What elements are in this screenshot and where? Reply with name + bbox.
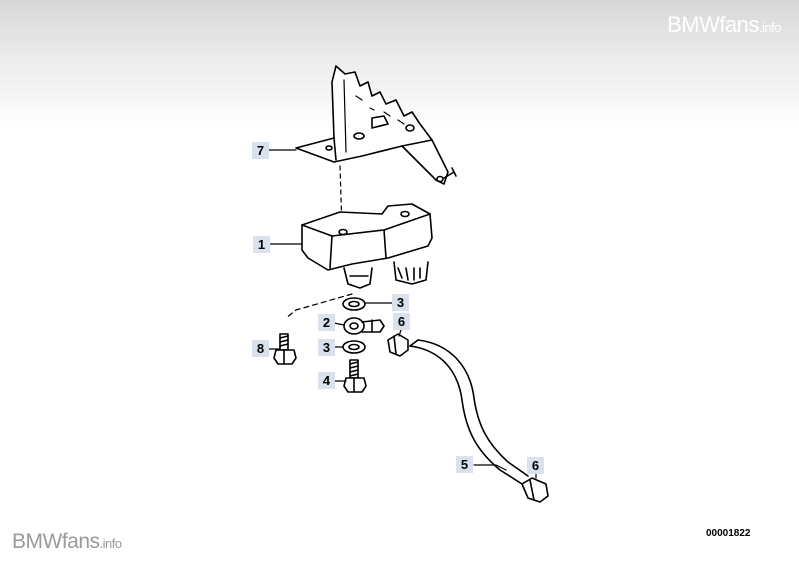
bracket-part xyxy=(295,65,457,185)
control-module-part xyxy=(301,203,433,289)
callout-6-hose-clamp-lower: 6 xyxy=(527,457,544,474)
diagram-id: 00001822 xyxy=(706,528,751,539)
mount-centerline xyxy=(339,165,343,231)
hose-clamp-upper-part xyxy=(387,333,409,357)
lower-washer-part xyxy=(342,340,366,354)
hose-part xyxy=(409,339,529,485)
callout-4-banjo-bolt: 4 xyxy=(318,372,335,389)
banjo-bolt-part xyxy=(343,359,367,393)
screw-guide-line xyxy=(285,293,353,319)
screw-part xyxy=(273,333,297,365)
callout-3-lower-washer: 3 xyxy=(318,339,335,356)
callout-1-module: 1 xyxy=(253,236,270,253)
callout-2-banjo-fitting: 2 xyxy=(318,314,335,331)
callout-7-bracket: 7 xyxy=(252,142,269,159)
watermark-top: BMWfans.info xyxy=(667,12,781,37)
upper-washer-part xyxy=(342,297,366,311)
callout-5-hose: 5 xyxy=(456,456,473,473)
banjo-fitting-part xyxy=(343,317,385,335)
hose-clamp-lower-part xyxy=(521,477,549,503)
callout-3-upper-washer: 3 xyxy=(392,294,409,311)
callout-8-screw: 8 xyxy=(252,340,269,357)
callout-6-hose-clamp-upper: 6 xyxy=(393,313,410,330)
watermark-bottom: BMWfans.info xyxy=(12,530,122,553)
leader-lines xyxy=(267,149,537,479)
